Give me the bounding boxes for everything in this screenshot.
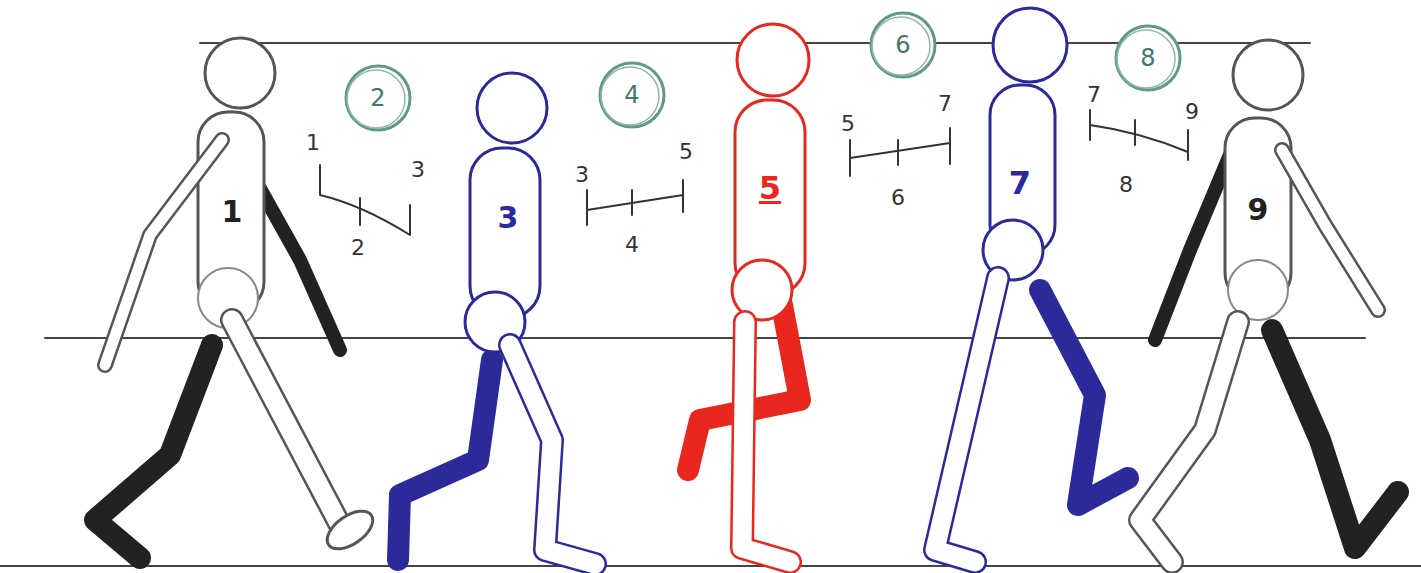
callout-number: 8 (1119, 174, 1133, 196)
frame-circle: 6 (868, 10, 938, 80)
callout-number: 3 (498, 203, 519, 233)
walk-pose-figure (1140, 40, 1398, 562)
walk-pose-figure (688, 24, 809, 562)
callout-number: 7 (1009, 167, 1031, 199)
walk-pose-figure (935, 8, 1128, 562)
callout-number: 6 (891, 187, 905, 209)
callout-number: 9 (1185, 101, 1199, 123)
callout-number: 9 (1248, 195, 1269, 225)
callout-number: 3 (411, 159, 425, 181)
callout-number: 2 (351, 237, 365, 259)
callout-number: 1 (222, 197, 243, 227)
callout-number: 7 (1087, 84, 1101, 106)
circle-sketch-stroke (872, 17, 930, 75)
circle-sketch-stroke (347, 70, 405, 128)
callout-number: 5 (679, 141, 693, 163)
inbetween-number: 6 (895, 33, 910, 57)
callout-number: 3 (575, 164, 589, 186)
callout-number: 4 (625, 234, 639, 256)
walk-pose-figure (95, 38, 379, 558)
circle-sketch-stroke (601, 67, 659, 125)
inbetween-number: 8 (1140, 46, 1155, 70)
circle-outline-shape (346, 66, 410, 130)
inbetween-number: 4 (624, 83, 639, 107)
callout-number: 5 (841, 113, 855, 135)
circle-sketch-stroke (1117, 30, 1175, 88)
frame-circle: 4 (597, 60, 667, 130)
circle-outline-shape (600, 63, 664, 127)
callout-number: 1 (306, 132, 320, 154)
inbetween-number: 2 (370, 86, 385, 110)
circle-outline-shape (1116, 26, 1180, 90)
frame-circle: 8 (1113, 23, 1183, 93)
frame-circle: 2 (343, 63, 413, 133)
callout-number: 5 (759, 172, 781, 204)
guide-lines (0, 43, 1421, 566)
callout-number: 7 (938, 93, 952, 115)
circle-outline-shape (871, 13, 935, 77)
walk-pose-figure (398, 73, 595, 564)
